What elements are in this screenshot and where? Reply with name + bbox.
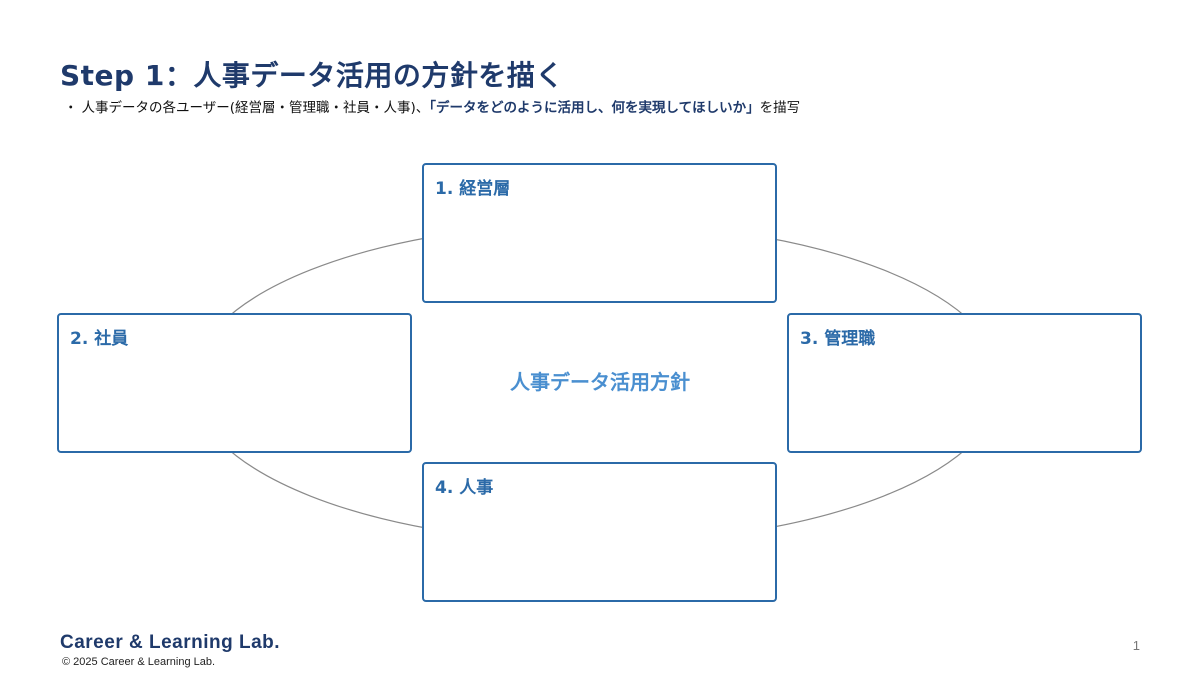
- box-executives: 1. 経営層: [422, 163, 777, 303]
- box-employees: 2. 社員: [57, 313, 412, 453]
- slide-title: Step 1：人事データ活用の方針を描く: [60, 59, 564, 92]
- box-employees-label: 2. 社員: [70, 329, 129, 349]
- center-label: 人事データ活用方針: [510, 370, 690, 394]
- box-managers-label: 3. 管理職: [800, 329, 876, 349]
- box-executives-label: 1. 経営層: [435, 179, 511, 199]
- box-hr-label: 4. 人事: [435, 478, 494, 498]
- subtitle-emphasis: 「データをどのように活用し、何を実現してほしいか」: [429, 100, 760, 116]
- page-number: 1: [1132, 638, 1140, 653]
- subtitle-prefix: 人事データの各ユーザー(経営層・管理職・社員・人事)、: [81, 100, 430, 116]
- subtitle-suffix: を描写: [759, 100, 801, 116]
- slide-subtitle: ・人事データの各ユーザー(経営層・管理職・社員・人事)、「データをどのように活用…: [64, 96, 800, 116]
- copyright-text: © 2025 Career & Learning Lab.: [62, 656, 216, 668]
- subtitle-bullet: ・: [64, 100, 78, 116]
- brand-logo-text: Career & Learning Lab.: [60, 632, 281, 653]
- box-managers: 3. 管理職: [787, 313, 1142, 453]
- box-hr: 4. 人事: [422, 462, 777, 602]
